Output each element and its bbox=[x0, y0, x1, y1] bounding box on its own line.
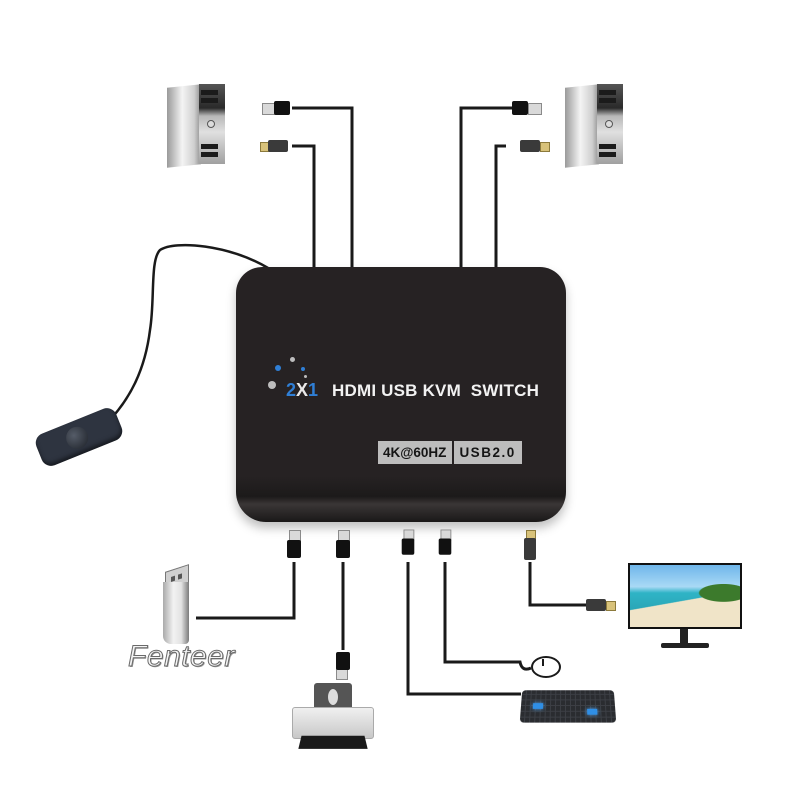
usb-flash-drive-icon bbox=[163, 564, 193, 646]
product-title: HDMI USB KVM SWITCH bbox=[332, 381, 540, 400]
brand-dots-icon bbox=[266, 357, 307, 393]
logo-2x1: 2X1 bbox=[286, 380, 318, 401]
monitor-icon bbox=[628, 563, 742, 649]
brand-watermark: Fenteer bbox=[128, 640, 235, 674]
right-computer-icon bbox=[565, 80, 625, 170]
mouse-icon bbox=[531, 656, 561, 678]
left-pc-hdmi-connector bbox=[260, 140, 290, 152]
printer-icon bbox=[292, 683, 374, 753]
left-computer-icon bbox=[167, 80, 227, 170]
remote-knob-icon bbox=[62, 423, 92, 453]
printer-port-connector bbox=[336, 530, 350, 560]
keyboard-icon bbox=[519, 690, 617, 723]
monitor-hdmi-connector bbox=[524, 530, 536, 560]
logo-one: 1 bbox=[308, 380, 319, 400]
logo-two: 2 bbox=[286, 380, 297, 400]
spec-badges: 4K@60HZ USB2.0 bbox=[378, 441, 522, 464]
keyboard-port-connector bbox=[401, 529, 415, 557]
resolution-badge: 4K@60HZ bbox=[378, 441, 453, 464]
mouse-port-connector bbox=[438, 529, 452, 557]
kvm-switch-device: 2X1 HDMI USB KVM SWITCH 4K@60HZ USB2.0 bbox=[236, 267, 566, 522]
right-pc-usb-connector bbox=[512, 101, 542, 115]
usb-drive-port-connector bbox=[287, 530, 301, 560]
logo-x: X bbox=[296, 380, 309, 400]
usb-version-badge: USB2.0 bbox=[454, 441, 522, 464]
monitor-hdmi-plug bbox=[586, 599, 616, 611]
right-pc-hdmi-connector bbox=[520, 140, 550, 152]
left-pc-usb-connector bbox=[262, 101, 290, 115]
printer-usb-plug bbox=[336, 650, 350, 680]
beach-wallpaper bbox=[630, 565, 740, 627]
